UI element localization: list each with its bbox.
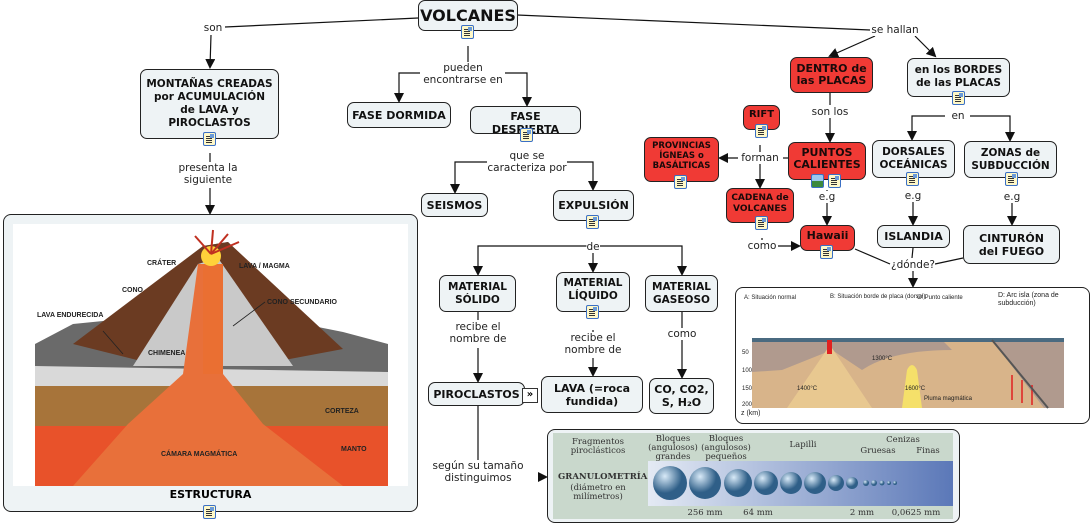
node-islandia[interactable]: ISLANDIA [877, 225, 950, 248]
header-lapilli: Lapilli [789, 440, 817, 450]
header-bloques-pequenos: Bloques (angulosos) pequeños [701, 434, 751, 462]
label-camara: CÁMARA MAGMÁTICA [161, 449, 237, 458]
node-dentro-placas[interactable]: DENTRO de las PLACAS [790, 57, 873, 93]
header-finas: Finas [916, 446, 940, 456]
label-cono: CONO [122, 287, 144, 294]
document-icon[interactable] [586, 215, 599, 229]
node-gases[interactable]: CO, CO2, S, H₂O [649, 378, 714, 414]
label-lava-endurecida: LAVA ENDURECIDA [37, 312, 103, 319]
header-cenizas: Cenizas [886, 435, 920, 445]
label-c: C: Punto caliente [917, 295, 963, 301]
document-icon[interactable] [1005, 172, 1018, 186]
document-icon[interactable] [461, 25, 474, 39]
link-son-los: son los [811, 106, 849, 118]
label-1600: 1600°C [905, 386, 926, 392]
depth-100: 100 [742, 368, 753, 374]
header-bloques-grandes: Bloques (angulosos) grandes [648, 434, 698, 462]
node-material-gaseoso[interactable]: MATERIAL GASEOSO [645, 275, 718, 312]
axis-unit: z (km) [741, 410, 761, 417]
image-icon[interactable] [811, 174, 824, 188]
link-como-1: como [667, 328, 697, 340]
link-como-2: como [747, 240, 777, 252]
label-manto: MANTO [341, 446, 367, 453]
document-icon[interactable] [755, 124, 768, 138]
document-icon[interactable] [586, 305, 599, 319]
link-recibe-2: recibe el nombre de [563, 332, 623, 356]
node-material-solido[interactable]: MATERIAL SÓLIDO [439, 275, 516, 312]
link-eg-1: e.g [818, 191, 836, 203]
limit-256: 256 mm [687, 508, 723, 518]
row-title: GRANULOMETRÍA [558, 472, 648, 482]
plate-tectonics-image: A: Situación normal B: Situación borde d… [742, 294, 1064, 409]
label-chimenea: CHIMENEA [148, 350, 185, 357]
expand-icon[interactable]: » [522, 388, 538, 403]
document-icon[interactable] [828, 174, 841, 188]
limit-64: 64 mm [743, 508, 773, 518]
node-dorsales[interactable]: DORSALES OCEÁNICAS [872, 140, 955, 178]
node-cinturon[interactable]: CINTURÓN del FUEGO [963, 225, 1060, 264]
link-presenta: presenta la siguiente [173, 162, 243, 186]
link-eg-3: e.g [1003, 191, 1021, 203]
document-icon[interactable] [520, 128, 533, 142]
document-icon[interactable] [906, 172, 919, 186]
link-recibe-1: recibe el nombre de [448, 321, 508, 345]
label-1300: 1300°C [872, 356, 893, 362]
node-lava[interactable]: LAVA (=roca fundida) [541, 376, 643, 413]
depth-150: 150 [742, 386, 753, 392]
node-seismos[interactable]: SEISMOS [421, 193, 488, 217]
document-icon[interactable] [674, 175, 687, 189]
document-icon[interactable] [203, 505, 216, 519]
label-cono-secundario: CONO SECUNDARIO [267, 299, 338, 306]
node-montanas[interactable]: MONTAÑAS CREADAS por ACUMULACIÓN de LAVA… [140, 69, 279, 139]
node-hawaii[interactable]: Hawaii [800, 225, 855, 251]
label-corteza: CORTEZA [325, 408, 359, 415]
node-piroclastos[interactable]: PIROCLASTOS [428, 382, 525, 406]
label-crater: CRÁTER [147, 258, 176, 267]
node-fase-dormida[interactable]: FASE DORMIDA [347, 102, 451, 128]
node-puntos-calientes[interactable]: PUNTOS CALIENTES [788, 142, 866, 180]
document-icon[interactable] [952, 91, 965, 105]
particle-spheres [653, 466, 897, 500]
link-eg-2: e.g [904, 190, 922, 202]
document-icon[interactable] [755, 216, 768, 230]
link-caracteriza: que se caracteriza por [487, 150, 567, 174]
link-se-hallan: se hallan [871, 24, 919, 36]
link-donde: ¿dónde? [890, 259, 936, 271]
granulometry-table: Fragmentos piroclásticos Bloques (angulo… [553, 433, 953, 519]
limit-00625: 0,0625 mm [891, 508, 941, 518]
depth-200: 200 [742, 402, 753, 408]
label-a: A: Situación normal [744, 295, 796, 301]
link-segun: según su tamaño distinguimos [430, 460, 526, 484]
label-b: B: Situación borde de placa (dorsal) [830, 294, 925, 300]
link-son: son [203, 22, 223, 34]
header-fragmentos: Fragmentos piroclásticos [570, 437, 626, 456]
label-1400: 1400°C [797, 386, 818, 392]
node-bordes-placas[interactable]: en los BORDES de las PLACAS [907, 58, 1010, 97]
magma-chamber [73, 264, 343, 486]
depth-50: 50 [742, 350, 749, 356]
link-en: en [951, 110, 965, 122]
header-gruesas: Gruesas [860, 446, 896, 456]
limit-2: 2 mm [849, 508, 875, 518]
row-subtitle: (diámetro en milímetros) [570, 483, 626, 502]
document-icon[interactable] [820, 245, 833, 259]
volcano-structure-image: CRÁTER LAVA / MAGMA CONO CONO SECUNDARIO… [13, 224, 408, 486]
label-d: D: Arc isla (zona de subducción) [998, 292, 1059, 307]
link-pueden: pueden encontrarse en [423, 62, 503, 86]
document-icon[interactable] [203, 132, 216, 146]
label-lava-magma: LAVA / MAGMA [239, 263, 290, 270]
estructura-label: ESTRUCTURA [169, 488, 252, 501]
link-forman: forman [741, 152, 779, 164]
label-pluma: Pluma magmática [924, 396, 973, 402]
link-de: de [586, 241, 600, 253]
